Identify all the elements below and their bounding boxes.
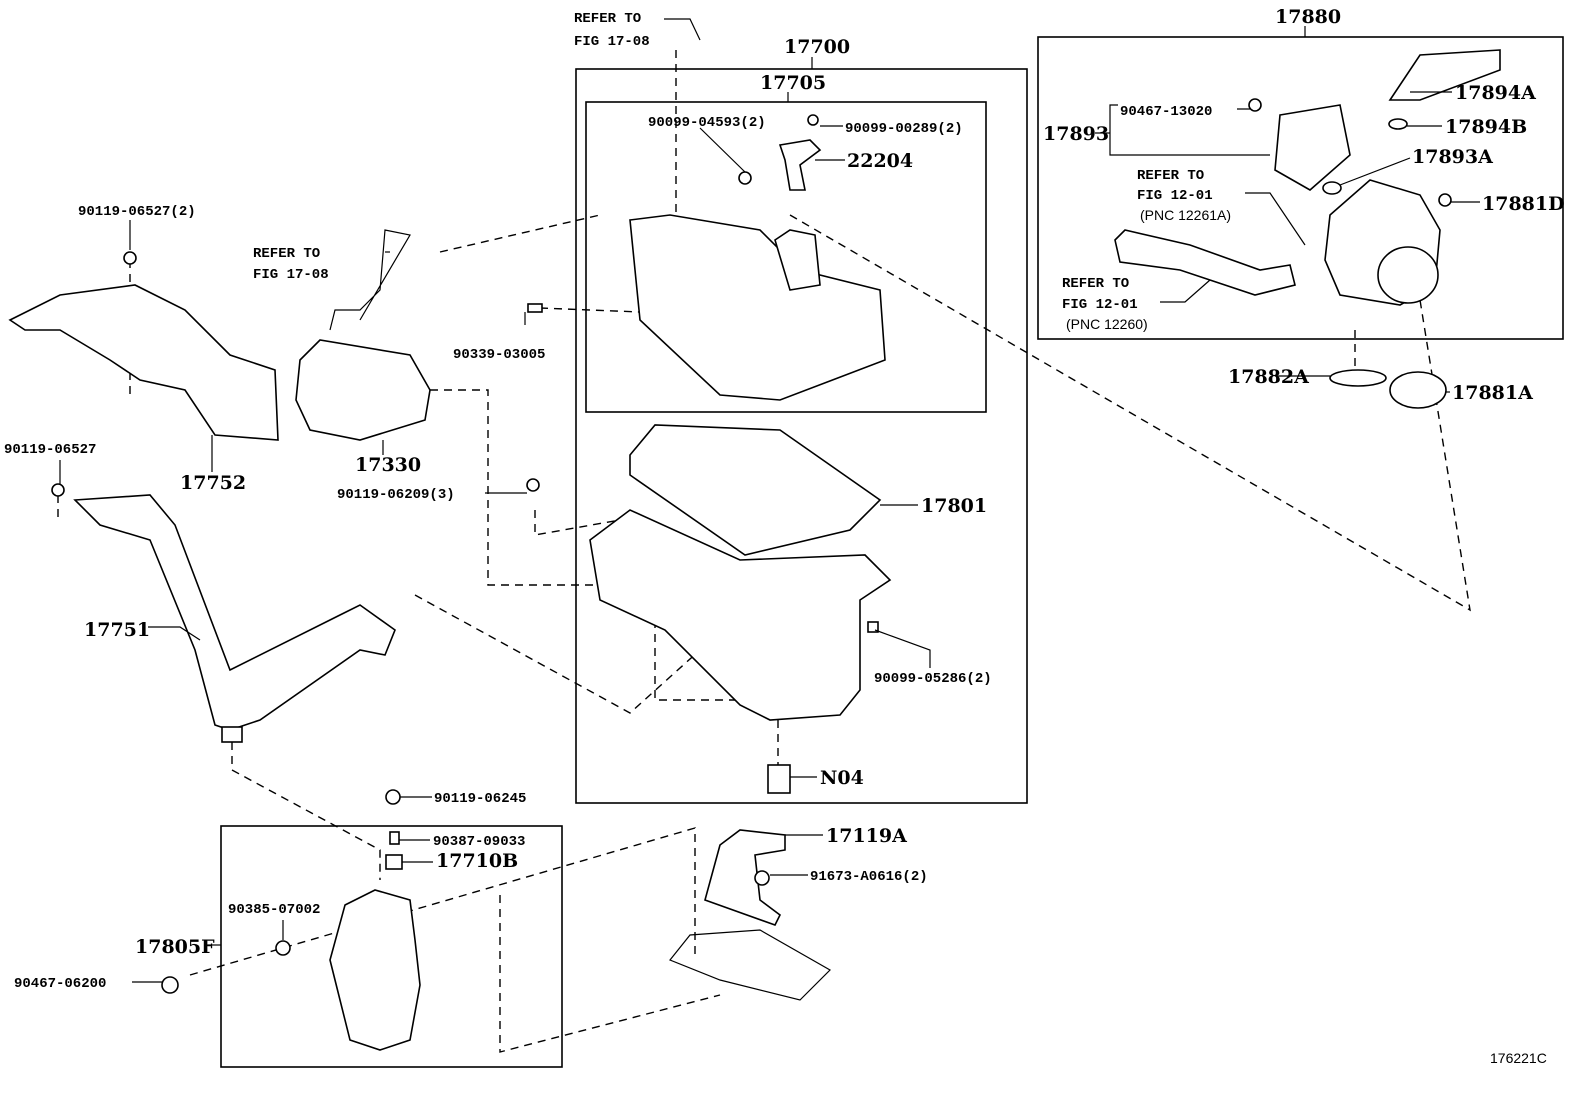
part-label[interactable]: 90385-07002 [228, 902, 320, 918]
part-label[interactable]: 17882A [1228, 366, 1309, 388]
part-label-17705[interactable]: 17705 [760, 72, 826, 94]
collar-90387-09033 [389, 831, 400, 845]
part-label[interactable]: 17894A [1455, 82, 1536, 104]
figure-number: 176221C [1490, 1050, 1547, 1066]
pnc-label: (PNC 12260) [1066, 316, 1148, 332]
screw-90099-00289 [807, 114, 819, 126]
bolt-91673-A0616 [754, 870, 770, 886]
bolt-90119-06527 [51, 483, 65, 497]
clamp-17881A [1389, 371, 1447, 409]
part-label[interactable]: 90339-03005 [453, 347, 545, 363]
sensor-22204 [778, 139, 822, 191]
bolt-90119-06527-2 [123, 251, 137, 265]
nut-90385-07002 [275, 940, 291, 956]
gasket-17893A [1322, 181, 1342, 195]
part-label[interactable]: 90119-06209(3) [337, 487, 455, 503]
part-label[interactable]: 17752 [180, 472, 246, 494]
air-cleaner-lower-case [589, 509, 892, 721]
hose-12260 [1114, 229, 1296, 296]
part-label[interactable]: 17801 [921, 495, 987, 517]
part-label[interactable]: 91673-A0616(2) [810, 869, 928, 885]
part-label[interactable]: 17881A [1452, 382, 1533, 404]
part-label[interactable]: 17710B [436, 850, 518, 872]
resonator-box-frame [220, 825, 563, 1068]
air-cleaner-upper-case [629, 214, 886, 401]
cover-17894A [1388, 49, 1501, 101]
clip-17881D [1438, 193, 1452, 207]
air-cleaner-assy-box [575, 68, 1028, 804]
clip-90467-13020 [1248, 98, 1262, 112]
duct-17751-nozzle [221, 726, 243, 743]
part-label[interactable]: 90119-06527 [4, 442, 96, 458]
part-label[interactable]: 17751 [84, 619, 150, 641]
inlet-pipe-assy-box [1037, 36, 1564, 340]
resonator-17805F [329, 889, 421, 1051]
clip-90467-06200 [161, 976, 179, 994]
part-label[interactable]: 90099-00289(2) [845, 121, 963, 137]
bolt-90119-06209 [526, 478, 540, 492]
part-label-17700[interactable]: 17700 [784, 36, 850, 58]
inlet-17752 [8, 284, 279, 441]
fig-ref-link[interactable]: FIG 12-01 [1062, 297, 1138, 313]
fig-ref-link[interactable]: FIG 12-01 [1137, 188, 1213, 204]
case-outlet [774, 229, 821, 291]
part-label[interactable]: 90119-06245 [434, 791, 526, 807]
grommet-17710B [385, 854, 403, 870]
part-label[interactable]: 90467-06200 [14, 976, 106, 992]
part-label[interactable]: 90099-05286(2) [874, 671, 992, 687]
part-label[interactable]: 90467-13020 [1120, 104, 1212, 120]
refer-to-label: REFER TO [574, 11, 641, 27]
fig-ref-link[interactable]: FIG 17-08 [574, 34, 650, 50]
part-label[interactable]: 17894B [1445, 116, 1527, 138]
fig-ref-link[interactable]: FIG 17-08 [253, 267, 329, 283]
pnc-label: (PNC 12261A) [1140, 207, 1231, 223]
body-17330 [295, 339, 431, 441]
part-label[interactable]: 90099-04593(2) [648, 115, 766, 131]
part-label-17880[interactable]: 17880 [1275, 6, 1341, 28]
part-label[interactable]: 17893A [1412, 146, 1493, 168]
refer-to-label: REFER TO [1137, 168, 1204, 184]
part-label[interactable]: N04 [820, 767, 864, 789]
bolt-90119-06245 [385, 789, 401, 805]
air-cleaner-case-box [585, 101, 987, 413]
resonator-17893 [1274, 104, 1351, 191]
clip-90339-03005 [527, 303, 543, 313]
cushion-N04 [767, 764, 791, 794]
refer-to-label: REFER TO [1062, 276, 1129, 292]
part-label[interactable]: 22204 [847, 150, 913, 172]
part-label[interactable]: 17893 [1043, 123, 1109, 145]
part-label[interactable]: 17330 [355, 454, 421, 476]
part-label-17805F[interactable]: 17805F [135, 936, 215, 958]
refer-to-label: REFER TO [253, 246, 320, 262]
bolt-90099-04593 [738, 171, 752, 185]
gasket-17894B [1388, 118, 1408, 130]
nut-90099-05286 [867, 621, 879, 633]
part-label[interactable]: 90387-09033 [433, 834, 525, 850]
clamp-17882A [1329, 369, 1387, 387]
part-label[interactable]: 17881D [1482, 193, 1565, 215]
bracket-17119A [704, 829, 786, 926]
air-filter-element-17801 [629, 424, 882, 556]
inlet-pipe-outlet [1377, 246, 1439, 304]
duct-17751 [73, 494, 396, 731]
part-label[interactable]: 17119A [826, 825, 907, 847]
part-label[interactable]: 90119-06527(2) [78, 204, 196, 220]
